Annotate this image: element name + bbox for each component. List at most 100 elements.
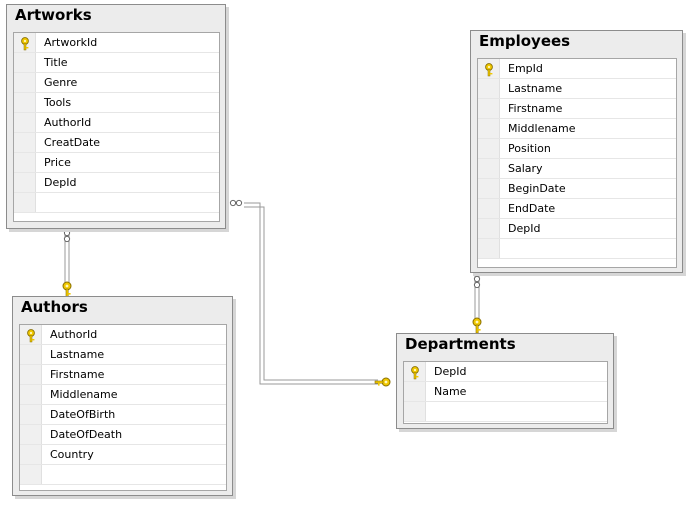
column-name: BeginDate (508, 182, 566, 195)
column-row[interactable]: Lastname (478, 79, 676, 99)
column-name: Lastname (50, 348, 105, 361)
column-row[interactable]: DateOfDeath (20, 425, 226, 445)
row-selector[interactable] (14, 153, 36, 172)
column-row[interactable]: Genre (14, 73, 219, 93)
column-row[interactable]: DepId (478, 219, 676, 239)
column-name: AuthorId (44, 116, 92, 129)
row-selector[interactable] (478, 59, 500, 78)
row-selector[interactable] (14, 53, 36, 72)
table-title: Authors (21, 298, 88, 316)
column-name: EndDate (508, 202, 556, 215)
row-selector[interactable] (14, 93, 36, 112)
column-row[interactable]: Name (404, 382, 607, 402)
column-row[interactable]: CreatDate (14, 133, 219, 153)
column-row[interactable]: ArtworkId (14, 33, 219, 53)
row-selector[interactable] (20, 465, 42, 484)
key-icon (410, 365, 420, 380)
row-selector[interactable] (478, 159, 500, 178)
row-selector[interactable] (20, 385, 42, 404)
column-row[interactable]: Lastname (20, 345, 226, 365)
column-row[interactable]: EmpId (478, 59, 676, 79)
row-selector[interactable] (14, 33, 36, 52)
row-selector[interactable] (20, 405, 42, 424)
column-name: EmpId (508, 62, 543, 75)
key-icon (472, 317, 482, 334)
row-selector[interactable] (20, 445, 42, 464)
infinity-icon (63, 229, 71, 243)
relationship-artworks-departments[interactable] (229, 199, 391, 387)
infinity-icon (473, 275, 481, 289)
column-row[interactable]: Title (14, 53, 219, 73)
column-row[interactable]: DateOfBirth (20, 405, 226, 425)
column-name: Middlename (508, 122, 576, 135)
row-selector[interactable] (14, 73, 36, 92)
column-row[interactable]: Middlename (478, 119, 676, 139)
column-row[interactable]: DepId (404, 362, 607, 382)
column-name: DepId (508, 222, 541, 235)
column-name: Firstname (50, 368, 105, 381)
row-selector[interactable] (478, 119, 500, 138)
key-icon (374, 377, 391, 387)
row-selector[interactable] (20, 365, 42, 384)
empty-row[interactable] (478, 239, 676, 259)
column-name: Price (44, 156, 71, 169)
column-row[interactable]: AuthorId (20, 325, 226, 345)
row-selector[interactable] (478, 139, 500, 158)
row-selector[interactable] (404, 362, 426, 381)
column-row[interactable]: AuthorId (14, 113, 219, 133)
column-name: ArtworkId (44, 36, 98, 49)
row-selector[interactable] (20, 345, 42, 364)
column-name: Name (434, 385, 467, 398)
relationship-employees-departments[interactable] (472, 274, 482, 334)
column-name: Tools (44, 96, 72, 109)
row-selector[interactable] (404, 402, 426, 421)
relationship-artworks-authors[interactable] (62, 228, 72, 298)
row-selector[interactable] (14, 173, 36, 192)
row-selector[interactable] (478, 199, 500, 218)
row-selector[interactable] (404, 382, 426, 401)
row-selector[interactable] (20, 425, 42, 444)
row-selector[interactable] (478, 179, 500, 198)
row-selector[interactable] (14, 113, 36, 132)
table-title: Artworks (15, 6, 92, 24)
column-row[interactable]: Salary (478, 159, 676, 179)
column-row[interactable]: Firstname (20, 365, 226, 385)
column-row[interactable]: Tools (14, 93, 219, 113)
row-selector[interactable] (14, 133, 36, 152)
row-selector[interactable] (478, 219, 500, 238)
column-name: DepId (44, 176, 77, 189)
column-row[interactable]: Position (478, 139, 676, 159)
column-row[interactable]: Price (14, 153, 219, 173)
column-name: DateOfDeath (50, 428, 123, 441)
column-name: Country (50, 448, 94, 461)
row-selector[interactable] (478, 99, 500, 118)
column-row[interactable]: Country (20, 445, 226, 465)
column-row[interactable]: Firstname (478, 99, 676, 119)
column-row[interactable]: DepId (14, 173, 219, 193)
column-row[interactable]: EndDate (478, 199, 676, 219)
key-icon (62, 281, 72, 298)
row-selector[interactable] (20, 325, 42, 344)
column-row[interactable]: BeginDate (478, 179, 676, 199)
empty-row[interactable] (404, 402, 607, 422)
empty-row[interactable] (14, 193, 219, 213)
key-icon (20, 36, 30, 51)
row-selector[interactable] (478, 79, 500, 98)
row-selector[interactable] (14, 193, 36, 212)
row-selector[interactable] (478, 239, 500, 258)
column-row[interactable]: Middlename (20, 385, 226, 405)
empty-row[interactable] (20, 465, 226, 485)
column-name: AuthorId (50, 328, 98, 341)
column-name: CreatDate (44, 136, 101, 149)
